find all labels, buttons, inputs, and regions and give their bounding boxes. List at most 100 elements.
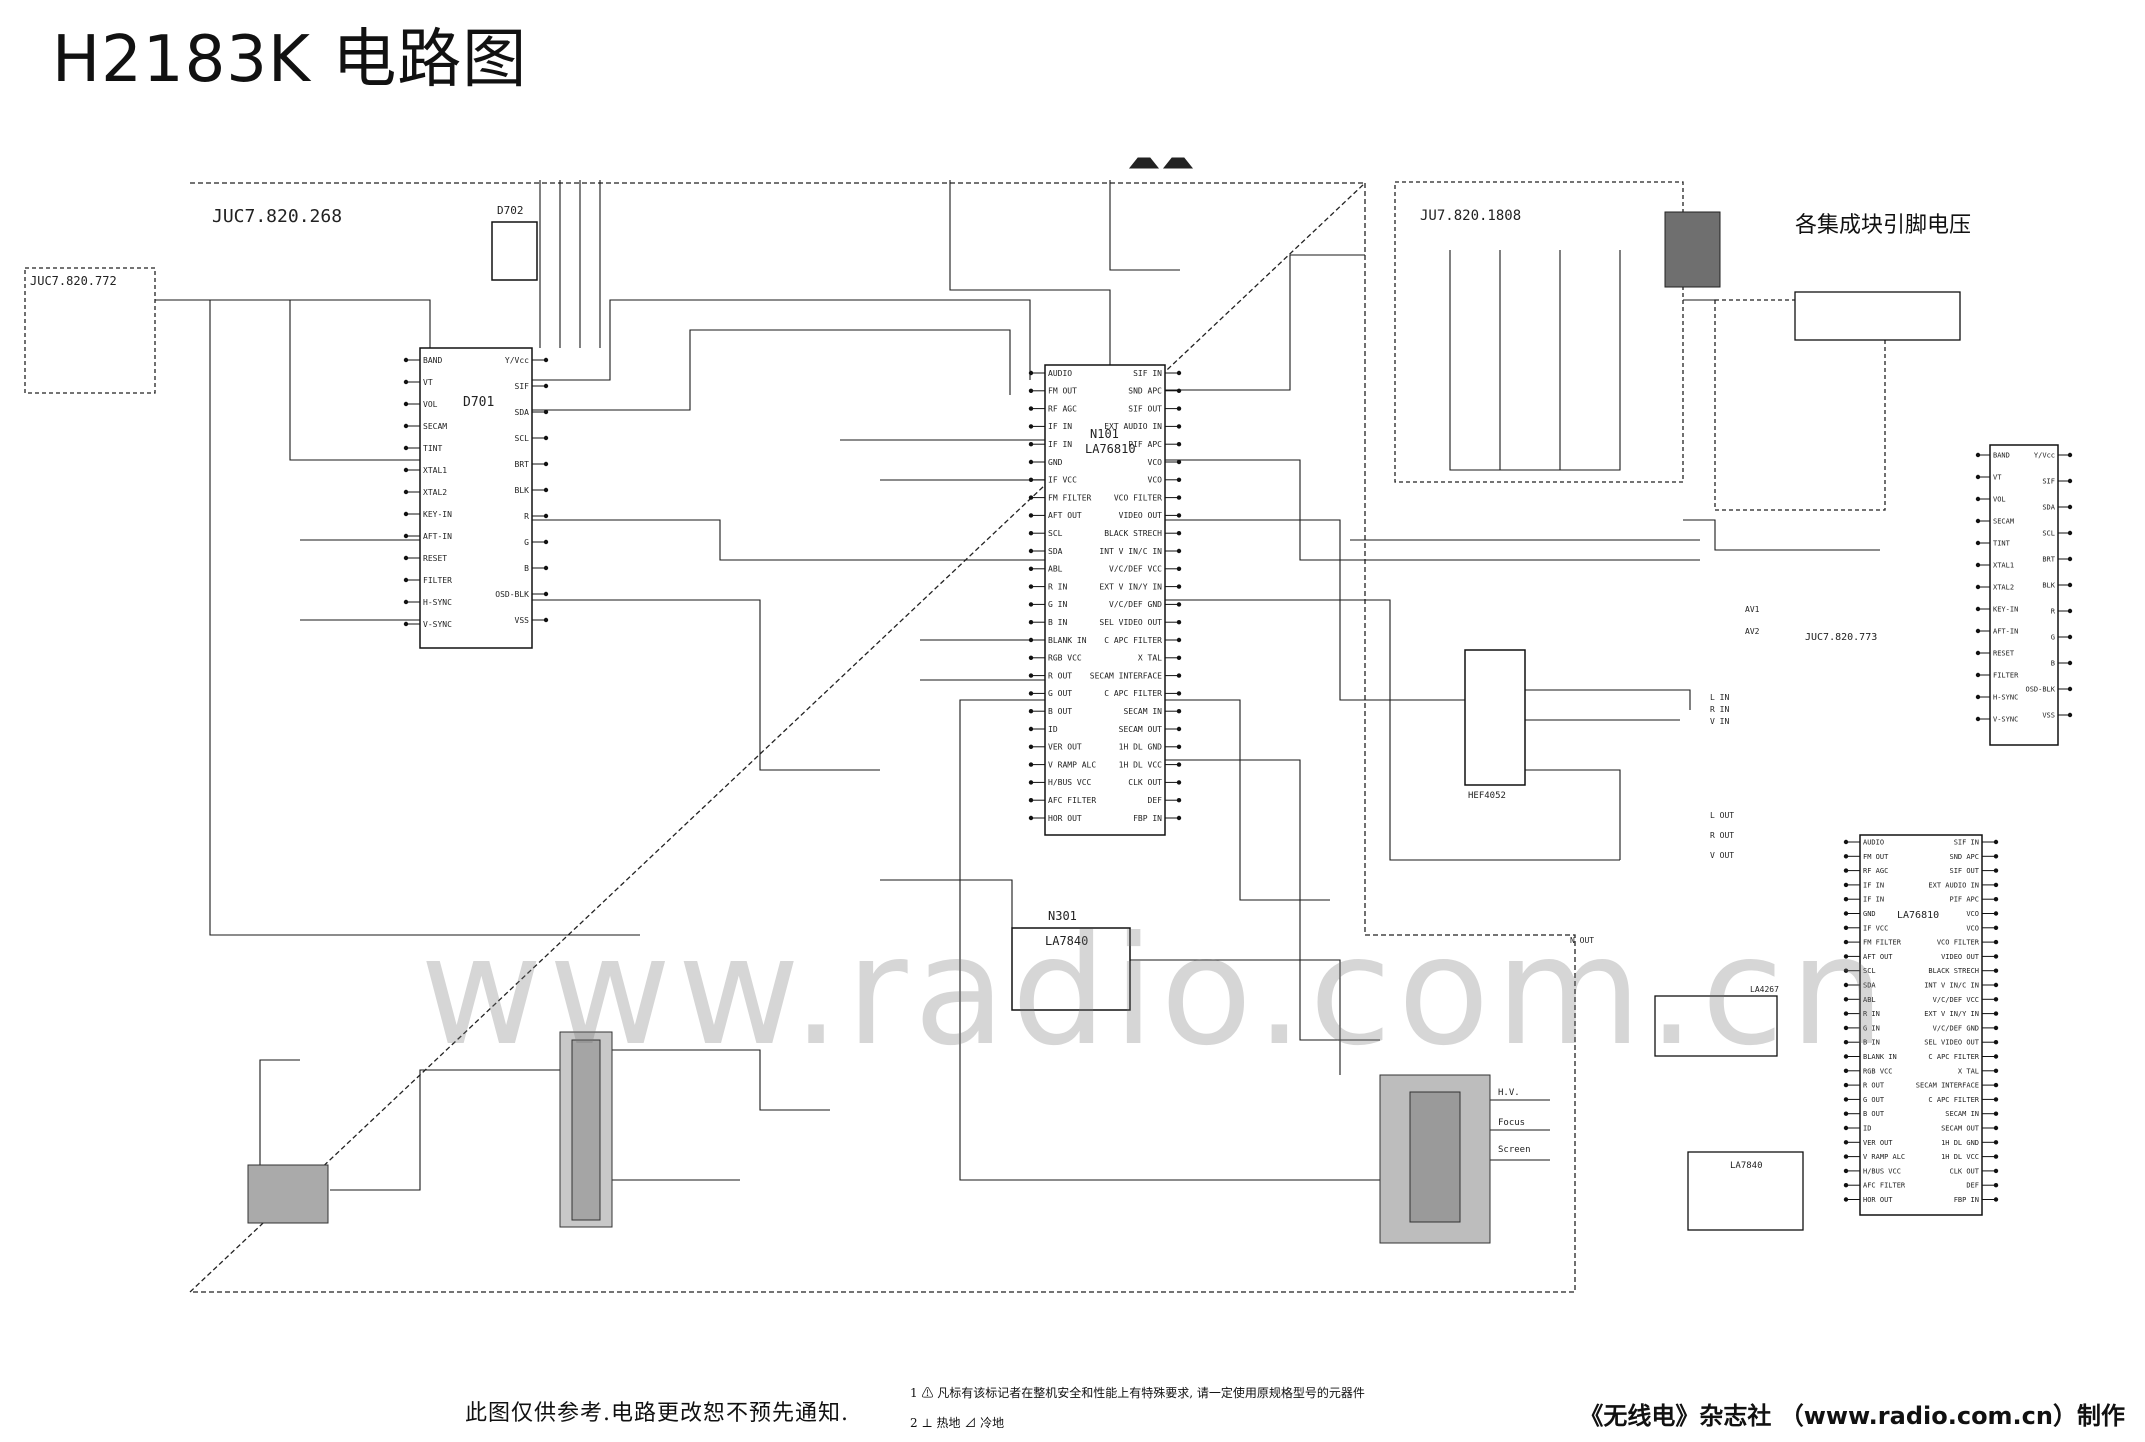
pin-label: R <box>2051 607 2056 615</box>
pin-label: EXT AUDIO IN <box>1104 422 1162 431</box>
pin-terminal <box>543 357 549 363</box>
pin-label: CLK OUT <box>1949 1167 1979 1175</box>
pin-label: B OUT <box>1863 1110 1885 1118</box>
pin-terminal <box>1975 540 1981 546</box>
pin-terminal <box>1028 477 1034 482</box>
pin-terminal <box>1843 1068 1849 1074</box>
pin-label: V/C/DEF VCC <box>1109 565 1162 574</box>
io-label-l-out: L OUT <box>1710 811 1734 820</box>
pin-terminal <box>403 467 409 473</box>
pin-terminal <box>543 591 549 597</box>
pin-label: VCO <box>1148 476 1163 485</box>
pin-label: BLACK STRECH <box>1104 529 1162 538</box>
pin-label: FILTER <box>1993 671 2019 679</box>
pin-label: VCO FILTER <box>1937 939 1980 947</box>
pin-label: BAND <box>423 356 442 365</box>
pin-label: KEY-IN <box>423 510 452 519</box>
pin-label: ABL <box>1863 996 1876 1004</box>
pin-label: SCL <box>1048 529 1063 538</box>
pin-terminal <box>2067 608 2073 614</box>
pin-terminal <box>1843 839 1849 845</box>
pin-terminal <box>1176 673 1182 678</box>
ic-hef4052-part: HEF4052 <box>1468 791 1506 801</box>
pin-label: H/BUS VCC <box>1048 778 1092 787</box>
pin-terminal <box>1975 518 1981 524</box>
pin-terminal <box>403 357 409 363</box>
pin-terminal <box>1176 442 1182 447</box>
pin-label: INT V IN/C IN <box>1924 981 1979 989</box>
wire <box>532 519 1045 561</box>
pin-terminal <box>1843 1082 1849 1088</box>
pin-label: XTAL1 <box>423 466 447 475</box>
ic-d701-ref: D701 <box>463 395 494 410</box>
pin-label: CLK OUT <box>1128 778 1162 787</box>
ic-n301-part: LA7840 <box>1045 934 1088 948</box>
pin-terminal <box>1993 911 1999 916</box>
pin-terminal <box>1993 1082 1999 1088</box>
pin-terminal <box>1843 968 1849 973</box>
pin-terminal <box>1176 513 1182 518</box>
pin-label: X TAL <box>1958 1067 1979 1075</box>
pin-label: VT <box>1993 473 2002 481</box>
pin-terminal <box>403 599 409 605</box>
pin-label: X TAL <box>1138 654 1162 663</box>
pin-label: H/BUS VCC <box>1863 1167 1901 1175</box>
pin-terminal <box>2067 556 2073 562</box>
pin-label: FM OUT <box>1048 387 1077 396</box>
pin-terminal <box>1176 602 1182 607</box>
pin-terminal <box>543 565 549 571</box>
pin-terminal <box>1975 672 1981 678</box>
pin-label: SECAM INTERFACE <box>1090 671 1162 680</box>
pin-label: BLACK STRECH <box>1928 967 1979 975</box>
pin-terminal <box>1176 798 1182 803</box>
pin-terminal <box>543 461 549 467</box>
io-label-l-in: L IN <box>1710 693 1729 702</box>
pin-terminal <box>1176 406 1182 411</box>
wire <box>1449 250 1621 471</box>
ic-n101-ref: N101 <box>1090 427 1119 441</box>
pin-label: VIDEO OUT <box>1119 511 1163 520</box>
pin-terminal <box>1975 628 1981 634</box>
pin-label: RGB VCC <box>1048 654 1082 663</box>
pin-terminal <box>1176 780 1182 785</box>
pin-terminal <box>1176 566 1182 571</box>
pin-label: Y/Vcc <box>505 356 529 365</box>
pin-label: C APC FILTER <box>1104 689 1162 698</box>
pin-terminal <box>1028 726 1034 732</box>
pin-label: SECAM OUT <box>1941 1124 1980 1132</box>
pin-label: AFT-IN <box>1993 627 2018 635</box>
pin-terminal <box>1028 637 1034 643</box>
pin-terminal <box>1176 744 1182 749</box>
pin-terminal <box>1843 1025 1849 1031</box>
board-frames <box>24 181 1886 1293</box>
pin-terminal <box>1176 726 1182 732</box>
pin-label: ID <box>1048 725 1058 734</box>
pin-terminal <box>403 533 409 539</box>
pin-terminal <box>1176 548 1182 554</box>
pin-label: V/C/DEF GND <box>1933 1024 1979 1032</box>
pin-label: R OUT <box>1863 1082 1885 1090</box>
pin-terminal <box>1975 562 1981 568</box>
io-label-r-out: R OUT <box>1710 831 1734 840</box>
pin-terminal <box>1993 939 1999 945</box>
pin-terminal <box>1028 762 1034 767</box>
pin-terminal <box>2067 634 2073 640</box>
pin-terminal <box>1975 650 1981 656</box>
pin-label: V-SYNC <box>1993 715 2018 723</box>
pin-terminal <box>1843 1111 1849 1116</box>
pin-label: V/C/DEF VCC <box>1933 996 1979 1004</box>
pin-terminal <box>1993 968 1999 973</box>
pin-label: FM FILTER <box>1048 493 1092 502</box>
pin-label: G OUT <box>1048 689 1072 698</box>
pin-label: SECAM INTERFACE <box>1916 1082 1979 1090</box>
pin-label: SECAM <box>1993 517 2014 525</box>
pin-terminal <box>1176 655 1182 660</box>
io-label-v-out: V OUT <box>1710 851 1734 860</box>
ic-la4267-pinout-part: LA4267 <box>1750 985 1779 994</box>
pin-label: V/C/DEF GND <box>1109 600 1162 609</box>
pin-label: SCL <box>2042 529 2055 537</box>
io-label-av2: AV2 <box>1745 627 1760 636</box>
pin-terminal <box>1176 531 1182 536</box>
watermark-text: www.radio.com.cn <box>420 905 1891 1079</box>
pin-terminal <box>543 487 549 493</box>
